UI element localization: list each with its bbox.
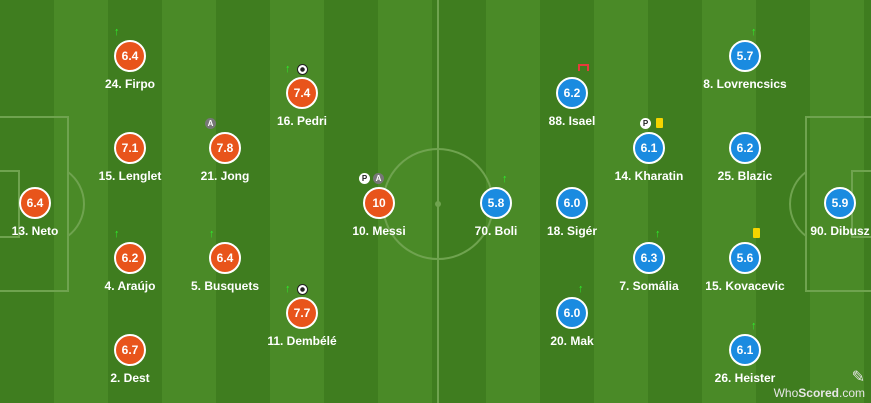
whoscored-logo-icon: ✎ <box>851 369 865 386</box>
player-away[interactable]: 6.2 88. Isael <box>517 64 627 137</box>
captain-badge-icon: A <box>205 118 216 129</box>
arrow-up-icon: ↑ <box>209 228 215 240</box>
watermark-suffix: .com <box>838 386 865 400</box>
player-home[interactable]: ↑ 7.4 16. Pedri <box>247 64 357 137</box>
player-rating: 6.7 <box>114 334 146 366</box>
player-rating: 6.4 <box>19 187 51 219</box>
player-rating: 7.1 <box>114 132 146 164</box>
player-name: 8. Lovrencsics <box>703 77 787 91</box>
player-rating: 6.4 <box>114 40 146 72</box>
player-rating: 5.9 <box>824 187 856 219</box>
penalty-icon: P <box>640 118 651 129</box>
player-name: 24. Firpo <box>104 77 155 91</box>
player-name: 26. Heister <box>714 371 776 385</box>
player-name: 11. Dembélé <box>267 334 337 348</box>
player-home[interactable]: A 7.8 21. Jong <box>170 118 280 192</box>
arrow-up-icon: ↑ <box>502 173 508 185</box>
player-away[interactable]: ↑ 6.0 20. Mak <box>517 284 627 357</box>
player-name: 21. Jong <box>200 169 250 183</box>
arrow-up-icon: ↑ <box>114 26 120 38</box>
player-home[interactable]: 6.7 2. Dest <box>75 334 185 394</box>
player-name: 4. Araújo <box>104 279 156 293</box>
player-name: 7. Somália <box>619 279 679 293</box>
player-rating: 5.6 <box>729 242 761 274</box>
player-rating: 6.2 <box>114 242 146 274</box>
player-rating: 5.8 <box>480 187 512 219</box>
arrow-up-icon: ↑ <box>114 228 120 240</box>
player-name: 16. Pedri <box>276 114 328 128</box>
player-name: 2. Dest <box>110 371 150 385</box>
player-rating: 6.2 <box>729 132 761 164</box>
player-rating: 6.0 <box>556 187 588 219</box>
player-rating: 7.7 <box>286 297 318 329</box>
arrow-up-icon: ↑ <box>578 283 584 295</box>
player-away[interactable]: 6.0 18. Sigér <box>517 187 627 247</box>
player-name: 90. Dibusz <box>810 224 870 238</box>
arrow-up-icon: ↑ <box>285 283 291 295</box>
player-home[interactable]: P A 10 10. Messi <box>324 173 434 247</box>
arrow-up-icon: ↑ <box>751 26 757 38</box>
player-away[interactable]: P 6.1 14. Kharatin <box>594 118 704 192</box>
player-home[interactable]: 6.4 13. Neto <box>0 187 90 247</box>
arrow-up-icon: ↑ <box>751 320 757 332</box>
player-rating: 6.3 <box>633 242 665 274</box>
player-rating: 6.1 <box>729 334 761 366</box>
arrow-up-icon: ↑ <box>655 228 661 240</box>
arrow-up-icon: ↑ <box>285 63 291 75</box>
watermark-scored: Scored <box>798 386 839 400</box>
goal-conceded-icon <box>578 64 589 71</box>
player-name: 18. Sigér <box>546 224 598 238</box>
player-name: 15. Kovacevic <box>705 279 785 293</box>
player-away[interactable]: ↑ 6.1 26. Heister <box>690 321 800 394</box>
player-away[interactable]: ↑ 5.8 70. Boli <box>441 174 551 247</box>
captain-badge-icon: A <box>373 173 384 184</box>
player-rating: 10 <box>363 187 395 219</box>
player-rating: 5.7 <box>729 40 761 72</box>
player-name: 10. Messi <box>352 224 406 238</box>
penalty-icon: P <box>359 173 370 184</box>
player-home[interactable]: ↑ 6.4 24. Firpo <box>75 27 185 100</box>
watermark-who: Who <box>773 386 799 400</box>
player-away[interactable]: 6.2 25. Blazic <box>690 132 800 192</box>
player-rating: 6.2 <box>556 77 588 109</box>
player-rating: 6.0 <box>556 297 588 329</box>
player-home[interactable]: ↑ 7.7 11. Dembélé <box>247 284 357 357</box>
player-away[interactable]: 5.9 90. Dibusz <box>785 187 871 247</box>
goal-ball-icon <box>297 284 308 295</box>
player-name: 5. Busquets <box>190 279 259 293</box>
player-name: 14. Kharatin <box>614 169 684 183</box>
player-home[interactable]: 7.1 15. Lenglet <box>75 132 185 192</box>
yellow-card-icon <box>753 228 760 238</box>
player-name: 15. Lenglet <box>98 169 162 183</box>
player-away[interactable]: ↑ 6.3 7. Somália <box>594 229 704 302</box>
player-name: 20. Mak <box>550 334 594 348</box>
yellow-card-icon <box>656 118 663 128</box>
player-home[interactable]: ↑ 6.2 4. Araújo <box>75 229 185 302</box>
player-away[interactable]: ↑ 5.7 8. Lovrencsics <box>690 27 800 100</box>
goal-ball-icon <box>297 64 308 75</box>
player-home[interactable]: ↑ 6.4 5. Busquets <box>170 229 280 302</box>
player-name: 70. Boli <box>474 224 518 238</box>
player-rating: 6.4 <box>209 242 241 274</box>
player-rating: 7.4 <box>286 77 318 109</box>
whoscored-watermark: WhoScored.com <box>774 386 865 400</box>
player-name: 13. Neto <box>11 224 59 238</box>
player-name: 25. Blazic <box>717 169 773 183</box>
player-rating: 6.1 <box>633 132 665 164</box>
player-name: 88. Isael <box>548 114 596 128</box>
player-rating: 7.8 <box>209 132 241 164</box>
player-away[interactable]: 5.6 15. Kovacevic <box>690 228 800 302</box>
